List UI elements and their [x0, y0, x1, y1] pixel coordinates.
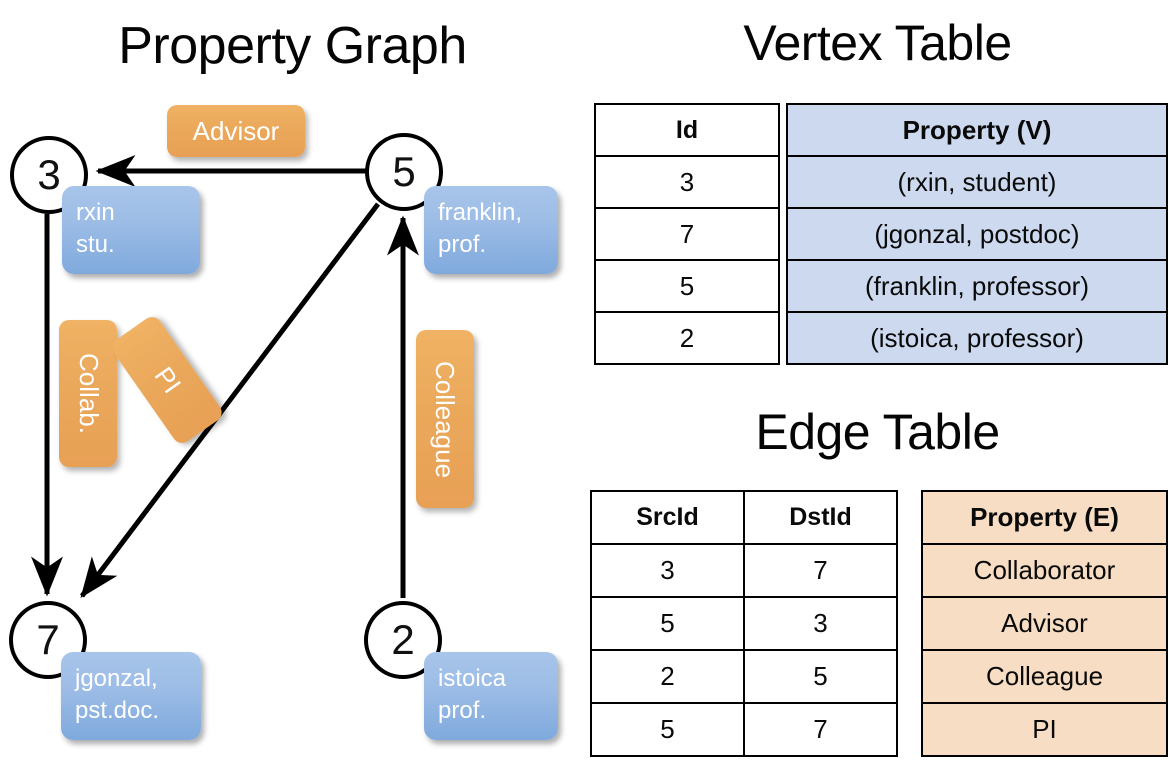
edge-label-text-collab: Collab.: [73, 353, 104, 434]
edge-table-property-column: Property (E) Collaborator Advisor Collea…: [921, 490, 1168, 757]
graph-node-5[interactable]: 5: [365, 133, 443, 211]
edge-label-badge-collab: Collab.: [59, 320, 117, 467]
page-title-vertex-table: Vertex Table: [743, 15, 1012, 71]
edge-table-id-columns: SrcId DstId 3 7 5 3 2 5 5 7: [590, 490, 898, 757]
table-row: 5 7: [590, 702, 898, 757]
table-row: 5: [594, 259, 780, 313]
table-row: 2: [594, 311, 780, 365]
column-header-property-v: Property (V): [786, 103, 1168, 157]
column-header-dstid: DstId: [743, 490, 898, 545]
edge-dst-cell: 7: [743, 702, 898, 757]
edge-label-text-colleague: Colleague: [430, 360, 461, 478]
table-header-row: Property (V): [786, 103, 1168, 157]
table-row: 5 3: [590, 596, 898, 651]
vertex-id-cell: 2: [594, 311, 780, 365]
vertex-id-cell: 5: [594, 259, 780, 313]
edge-src-cell: 5: [590, 596, 745, 651]
table-header-row: Property (E): [921, 490, 1168, 545]
table-row: (istoica, professor): [786, 311, 1168, 365]
vertex-id-cell: 7: [594, 207, 780, 261]
page-title-edge-table: Edge Table: [755, 404, 1000, 460]
edge-label-badge-advisor: Advisor: [167, 105, 305, 157]
edge-property-cell: Colleague: [921, 649, 1168, 704]
table-row: (rxin, student): [786, 155, 1168, 209]
table-row: (jgonzal, postdoc): [786, 207, 1168, 261]
column-header-srcid: SrcId: [590, 490, 745, 545]
table-header-row: Id: [594, 103, 780, 157]
edge-src-cell: 3: [590, 543, 745, 598]
edge-property-cell: Advisor: [921, 596, 1168, 651]
node-property-box-istoica: istoica prof.: [424, 652, 558, 740]
table-row: 3: [594, 155, 780, 209]
table-header-row: SrcId DstId: [590, 490, 898, 545]
edge-src-cell: 2: [590, 649, 745, 704]
edge-dst-cell: 7: [743, 543, 898, 598]
vertex-property-cell: (istoica, professor): [786, 311, 1168, 365]
node-property-box-jgonzal: jgonzal, pst.doc.: [61, 652, 201, 740]
table-row: 7: [594, 207, 780, 261]
table-row: 2 5: [590, 649, 898, 704]
node-property-box-rxin: rxin stu.: [62, 186, 200, 274]
edge-label-text-advisor: Advisor: [192, 115, 280, 146]
edge-label-text-pi: PI: [148, 361, 187, 399]
vertex-table-property-column: Property (V) (rxin, student) (jgonzal, p…: [786, 103, 1168, 365]
table-row: PI: [921, 702, 1168, 757]
column-header-id: Id: [594, 103, 780, 157]
graph-node-2[interactable]: 2: [364, 601, 442, 679]
vertex-property-cell: (franklin, professor): [786, 259, 1168, 313]
vertex-table-id-column: Id 3 7 5 2: [594, 103, 780, 365]
vertex-property-cell: (rxin, student): [786, 155, 1168, 209]
edge-label-badge-pi: PI: [108, 313, 226, 447]
edge-dst-cell: 5: [743, 649, 898, 704]
table-row: Colleague: [921, 649, 1168, 704]
property-graph-canvas: 3 5 7 2 rxin stu. franklin, prof. jgonza…: [9, 105, 558, 740]
edge-dst-cell: 3: [743, 596, 898, 651]
vertex-property-cell: (jgonzal, postdoc): [786, 207, 1168, 261]
edge-src-cell: 5: [590, 702, 745, 757]
table-row: 3 7: [590, 543, 898, 598]
edge-property-cell: PI: [921, 702, 1168, 757]
table-row: Advisor: [921, 596, 1168, 651]
vertex-id-cell: 3: [594, 155, 780, 209]
edge-property-cell: Collaborator: [921, 543, 1168, 598]
table-row: Collaborator: [921, 543, 1168, 598]
table-row: (franklin, professor): [786, 259, 1168, 313]
column-header-property-e: Property (E): [921, 490, 1168, 545]
page-title-property-graph: Property Graph: [118, 17, 467, 75]
edge-label-badge-colleague: Colleague: [416, 330, 474, 508]
node-property-box-franklin: franklin, prof.: [424, 186, 558, 274]
